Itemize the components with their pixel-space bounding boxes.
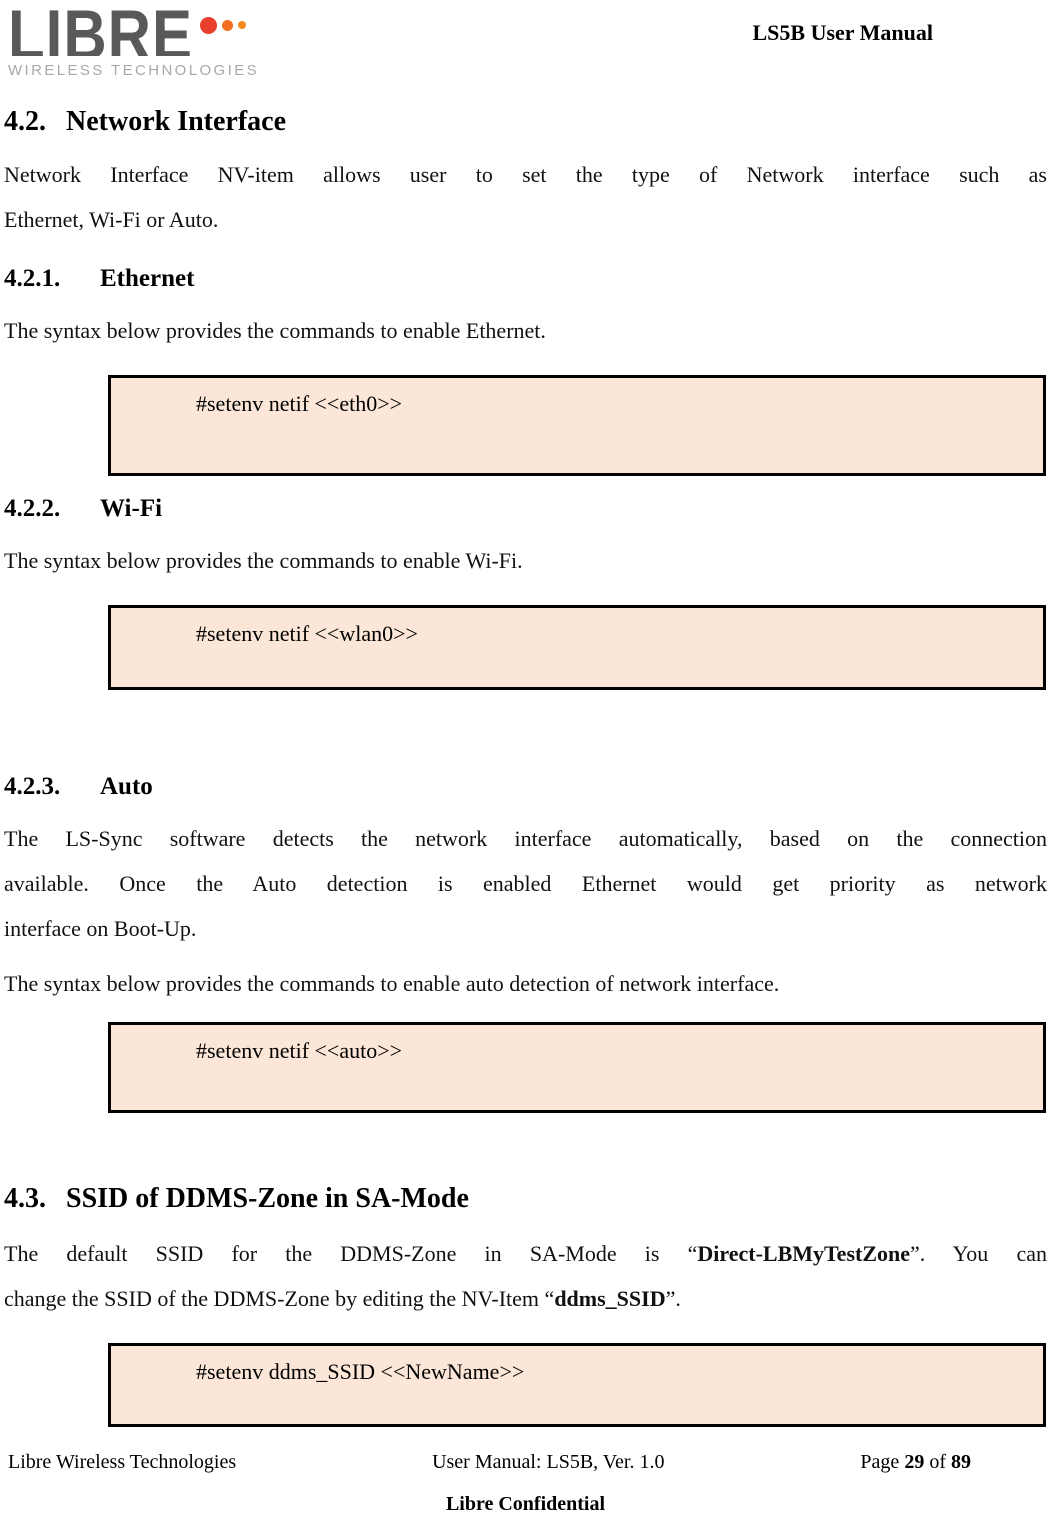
logo-wordmark: LIBRE xyxy=(8,0,259,56)
text-run: of xyxy=(924,1451,951,1473)
paragraph-line: Ethernet, Wi-Fi or Auto. xyxy=(4,207,219,232)
paragraph-line: The default SSID for the DDMS-Zone in SA… xyxy=(4,1231,1047,1276)
footer-page-total: 89 xyxy=(950,1451,971,1473)
heading-title: SSID of DDMS-Zone in SA-Mode xyxy=(66,1183,469,1214)
paragraph-line: The LS-Sync software detects the network… xyxy=(4,826,1047,851)
heading-4-2-3: 4.2.3. Auto xyxy=(4,770,1047,804)
paragraph-ethernet-intro: The syntax below provides the commands t… xyxy=(4,308,1047,353)
paragraph-line: The syntax below provides the commands t… xyxy=(4,971,780,996)
logo-dot-large xyxy=(200,16,217,34)
paragraph-line: The syntax below provides the commands t… xyxy=(4,548,523,573)
paragraph-ssid-description: The default SSID for the DDMS-Zone in SA… xyxy=(4,1231,1047,1321)
libre-logo: LIBRE WIRELESS TECHNOLOGIES xyxy=(8,0,259,79)
text-run: The default SSID for the DDMS-Zone in SA… xyxy=(4,1241,698,1266)
paragraph-line: The syntax below provides the commands t… xyxy=(4,318,546,343)
logo-subtitle: WIRELESS TECHNOLOGIES xyxy=(8,62,260,79)
heading-title: Wi-Fi xyxy=(100,495,163,522)
footer-company: Libre Wireless Technologies xyxy=(8,1451,237,1473)
text-run: ”. xyxy=(665,1286,681,1311)
command-text: #setenv netif <<wlan0>> xyxy=(196,621,418,646)
heading-title: Auto xyxy=(100,773,153,800)
command-text: #setenv netif <<eth0>> xyxy=(196,391,403,416)
paragraph-wifi-intro: The syntax below provides the commands t… xyxy=(4,538,1047,583)
logo-dot-small xyxy=(238,21,246,29)
logo-brand-text: LIBRE xyxy=(8,0,193,56)
page-header: LIBRE WIRELESS TECHNOLOGIES LS5B User Ma… xyxy=(4,0,1047,80)
heading-4-2-1: 4.2.1. Ethernet xyxy=(4,262,1047,296)
footer-page-number: 29 xyxy=(904,1451,925,1473)
paragraph-auto-intro: The syntax below provides the commands t… xyxy=(4,961,1047,1006)
text-run: change the SSID of the DDMS-Zone by edit… xyxy=(4,1286,555,1311)
logo-dot-medium xyxy=(222,19,233,31)
bold-nv-item: ddms_SSID xyxy=(554,1286,666,1311)
heading-4-3: 4.3. SSID of DDMS-Zone in SA-Mode xyxy=(4,1181,1047,1217)
heading-number: 4.2.1. xyxy=(4,265,61,292)
heading-4-2: 4.2. Network Interface xyxy=(4,104,1047,140)
text-run: ”. You can xyxy=(910,1241,1047,1266)
heading-4-2-2: 4.2.2. Wi-Fi xyxy=(4,492,1047,526)
heading-number: 4.3. xyxy=(4,1183,46,1214)
logo-dots-icon xyxy=(200,16,246,34)
footer-page-info: Page 29 of 89 xyxy=(860,1449,971,1475)
paragraph-line: Network Interface NV-item allows user to… xyxy=(4,162,1047,187)
heading-number: 4.2.3. xyxy=(4,773,61,800)
paragraph-line: available. Once the Auto detection is en… xyxy=(4,871,1047,896)
command-box-ethernet: #setenv netif <<eth0>> xyxy=(108,375,1046,476)
bold-ssid-default: Direct-LBMyTestZone xyxy=(697,1241,911,1266)
command-text: #setenv ddms_SSID <<NewName>> xyxy=(196,1359,525,1384)
paragraph-network-interface: Network Interface NV-item allows user to… xyxy=(4,152,1047,242)
command-box-wifi: #setenv netif <<wlan0>> xyxy=(108,605,1046,690)
text-run: Page xyxy=(860,1451,905,1473)
footer-confidential: Libre Confidential xyxy=(445,1493,606,1515)
footer-document-ref: User Manual: LS5B, Ver. 1.0 xyxy=(432,1451,665,1473)
command-text: #setenv netif <<auto>> xyxy=(196,1038,403,1063)
paragraph-line: interface on Boot-Up. xyxy=(4,916,197,941)
heading-number: 4.2. xyxy=(4,106,46,137)
heading-title: Network Interface xyxy=(66,106,287,137)
heading-title: Ethernet xyxy=(100,265,195,292)
paragraph-auto-description: The LS-Sync software detects the network… xyxy=(4,816,1047,951)
document-title: LS5B User Manual xyxy=(752,20,933,45)
paragraph-line: change the SSID of the DDMS-Zone by edit… xyxy=(4,1276,1047,1321)
heading-number: 4.2.2. xyxy=(4,495,61,522)
page-footer: Libre Wireless Technologies User Manual:… xyxy=(4,1449,1047,1475)
command-box-auto: #setenv netif <<auto>> xyxy=(108,1022,1046,1113)
command-box-ddms-ssid: #setenv ddms_SSID <<NewName>> xyxy=(108,1343,1046,1427)
